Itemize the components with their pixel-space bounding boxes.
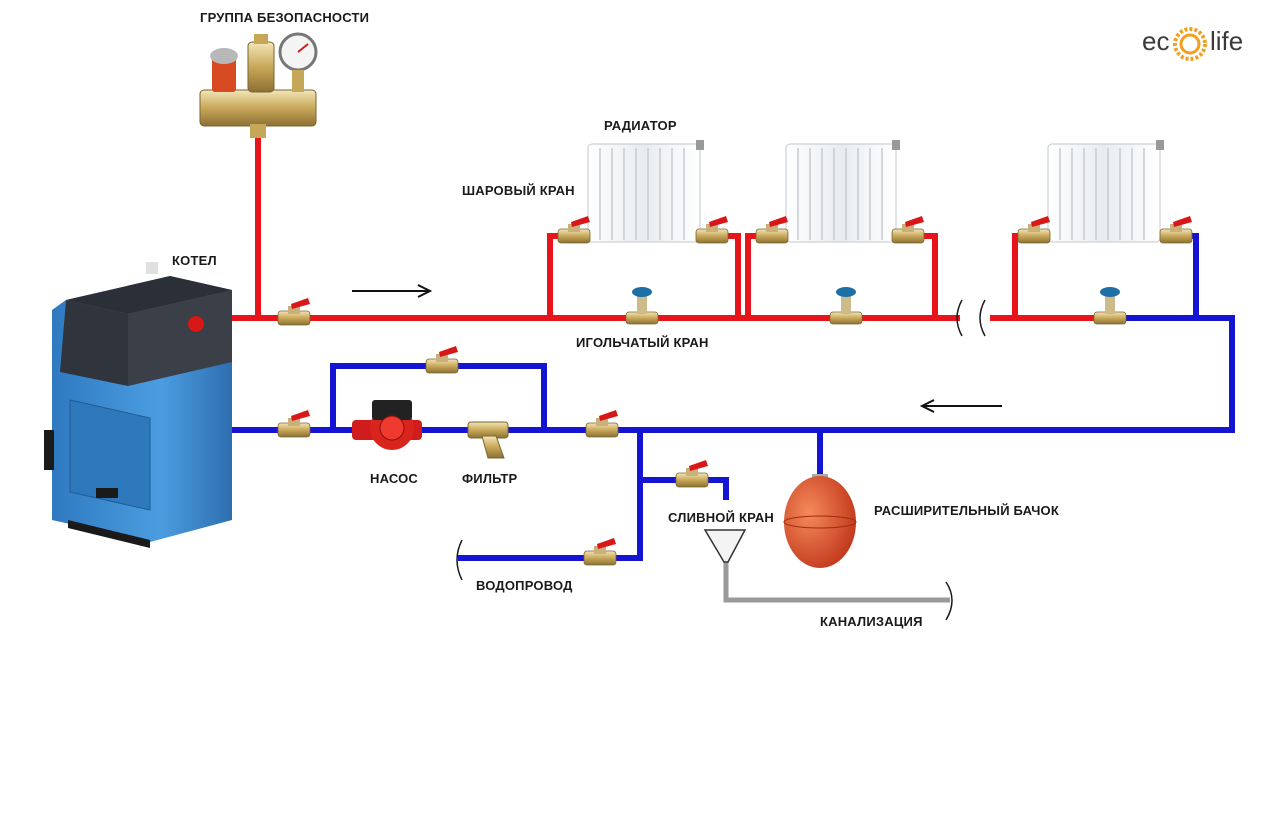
ecolife-logo: ec life (1140, 24, 1260, 64)
ball-valve-radiator-1-out (695, 215, 729, 244)
ball-valve-boiler-return (277, 409, 311, 438)
ball-valve-label: ШАРОВЫЙ КРАН (462, 183, 575, 198)
radiator-3 (1047, 140, 1164, 243)
safety-group-label: ГРУППА БЕЗОПАСНОСТИ (200, 10, 370, 25)
ball-valve-radiator-2-in (755, 215, 789, 244)
circulation-pump (352, 400, 422, 450)
ball-valve-return-main (585, 409, 619, 438)
ball-valve-water-supply (583, 537, 617, 566)
drain-funnel (703, 529, 747, 563)
radiator-2 (785, 140, 900, 243)
return-main-pipe (232, 315, 1235, 433)
sewer-pipe (723, 562, 950, 603)
radiator-2-supply (745, 233, 790, 318)
ball-valve-boiler-supply (277, 297, 311, 326)
pipe-break-marks (456, 299, 986, 621)
logo-text-right: life (1210, 26, 1244, 56)
logo-sun-icon (1173, 27, 1207, 61)
expansion-tank (783, 474, 857, 568)
radiator-label: РАДИАТОР (604, 118, 677, 133)
water-supply-pipe (458, 430, 643, 561)
boiler-label: КОТЕЛ (172, 253, 217, 268)
y-filter (467, 421, 509, 459)
needle-valve-label: ИГОЛЬЧАТЫЙ КРАН (576, 335, 709, 350)
radiator-1-supply (547, 233, 588, 318)
flow-arrow-left (919, 399, 1002, 413)
ball-valve-radiator-2-out (891, 215, 925, 244)
ball-valve-drain (675, 459, 709, 488)
needle-valve-3 (1093, 286, 1127, 325)
boiler (44, 262, 232, 548)
needle-valve-2 (829, 286, 863, 325)
ball-valve-bypass (425, 345, 459, 374)
radiator-1 (587, 140, 704, 243)
flow-arrow-right (352, 284, 433, 298)
radiator-3-return (1160, 233, 1199, 318)
sewer-label: КАНАЛИЗАЦИЯ (820, 614, 923, 629)
cold-return-pipes (232, 233, 1235, 561)
ball-valve-radiator-3-in (1017, 215, 1051, 244)
drain-branch (640, 477, 729, 500)
safety-group (199, 32, 318, 138)
radiator-3-supply (1012, 233, 1050, 318)
logo-text-left: ec (1142, 26, 1170, 56)
drain-valve-label: СЛИВНОЙ КРАН (668, 510, 775, 525)
ball-valve-radiator-3-out (1159, 215, 1193, 244)
needle-valve-1 (625, 286, 659, 325)
water-supply-label: ВОДОПРОВОД (476, 578, 573, 593)
radiator-1-return (695, 233, 741, 318)
pump-label: НАСОС (370, 471, 419, 486)
expansion-tank-label: РАСШИРИТЕЛЬНЫЙ БАЧОК (874, 503, 1059, 518)
ball-valve-radiator-1-in (557, 215, 591, 244)
radiator-2-return (888, 233, 938, 318)
filter-label: ФИЛЬТР (462, 471, 518, 486)
